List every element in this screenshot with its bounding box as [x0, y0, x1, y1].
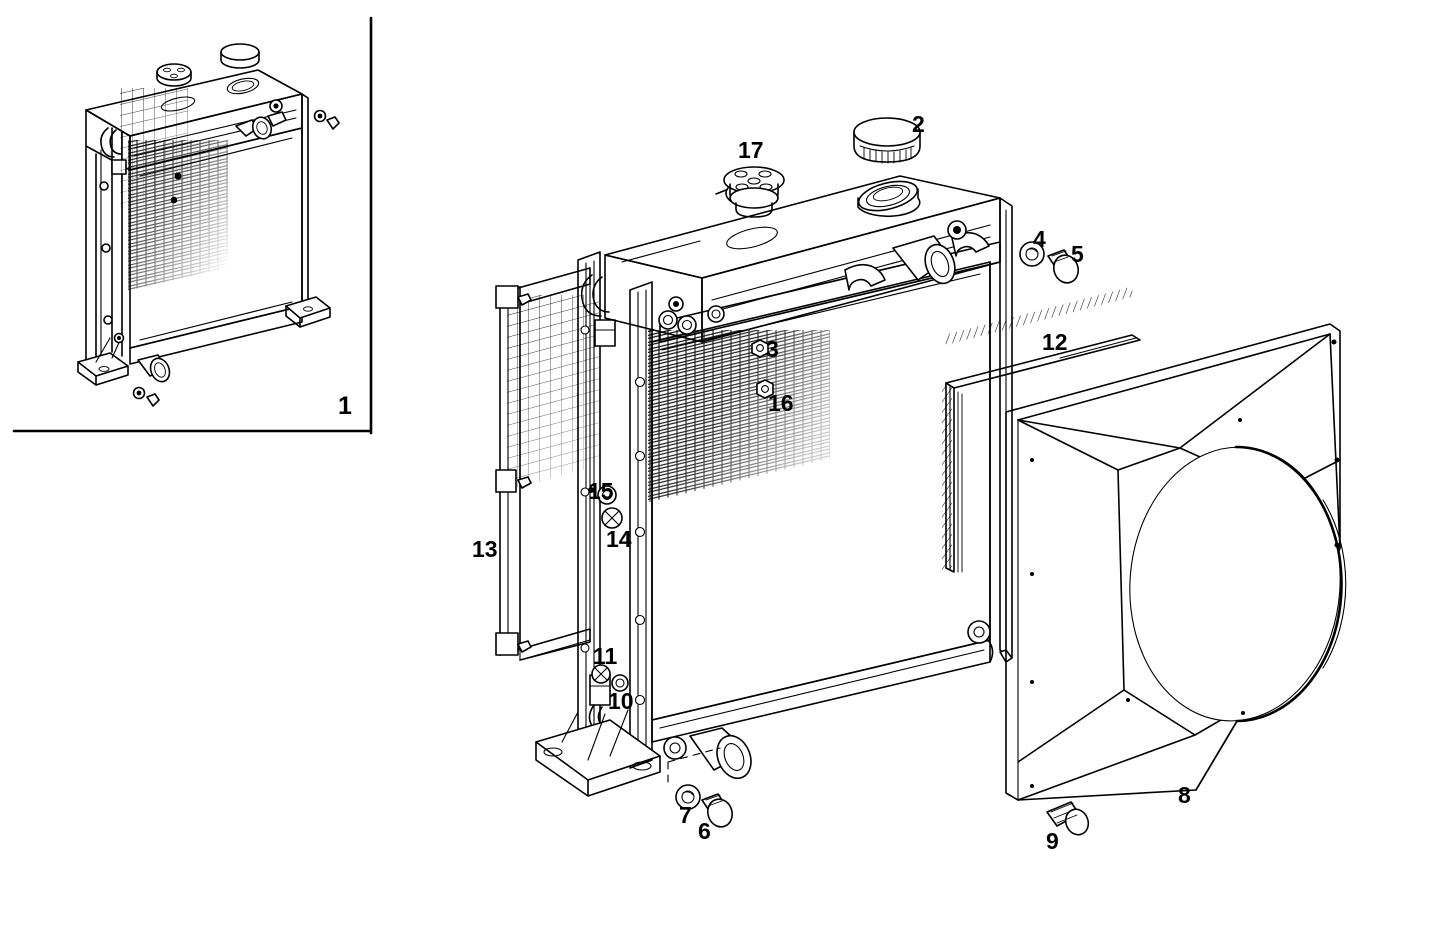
radiator-main: [535, 135, 1013, 797]
shroud-screw-9: [1046, 801, 1090, 836]
bolt-5: [1047, 249, 1080, 284]
radiator-filler-cap: [853, 117, 921, 164]
inset-box-border: [12, 16, 373, 435]
inset-lower-outlet: [137, 354, 171, 383]
callout-1: 1: [338, 392, 352, 420]
core-nut-3: [751, 339, 769, 358]
core-bush-16: [756, 379, 774, 399]
inset-radiator-assembly: [77, 43, 340, 407]
left-side-frame: [577, 251, 621, 749]
callout-4: 4: [1033, 226, 1046, 252]
callout-12: 12: [1042, 329, 1068, 355]
callout-3: 3: [766, 336, 779, 362]
mesh-guard-screen: [495, 135, 599, 661]
callout-8: 8: [1178, 782, 1191, 808]
washer-4: [1019, 241, 1045, 267]
screw-11: [591, 664, 611, 684]
callout-15: 15: [588, 478, 614, 504]
callout-10: 10: [608, 688, 634, 714]
bolt-6: [701, 793, 734, 828]
callout-9: 9: [1046, 828, 1059, 854]
shroud-seal-strip: [942, 286, 1141, 573]
washer-7: [675, 784, 701, 810]
upper-outlet-stub: [892, 235, 956, 285]
fan-shroud: [1005, 323, 1347, 801]
washer-10: [611, 674, 629, 692]
filler-neck-strainer: [715, 166, 785, 218]
washer-15: [588, 485, 617, 505]
screw-14: [601, 507, 623, 529]
callout-17: 17: [738, 137, 764, 163]
callout-2: 2: [912, 111, 925, 137]
callout-16: 16: [768, 390, 794, 416]
callout-5: 5: [1071, 241, 1084, 267]
callout-7: 7: [679, 802, 692, 828]
callout-14: 14: [606, 526, 632, 552]
callout-13: 13: [472, 536, 498, 562]
lower-outlet-pipe: [689, 727, 752, 780]
callout-6: 6: [698, 818, 711, 844]
inset-cap: [220, 43, 260, 69]
callout-11: 11: [593, 643, 618, 669]
